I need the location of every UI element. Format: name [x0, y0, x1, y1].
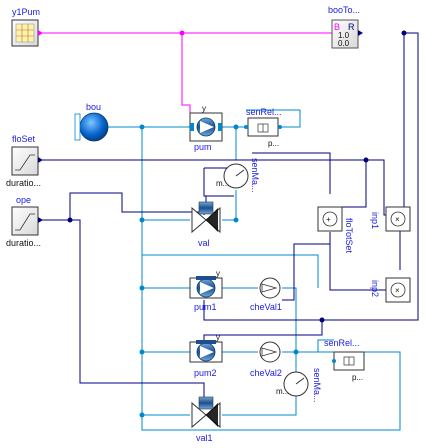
inp2-label: inp2: [370, 280, 380, 297]
junction-dot: [233, 217, 239, 223]
junction-dot: [139, 124, 145, 130]
bootoreal-false-value: 0.0: [338, 39, 350, 48]
inp1-label: inp1: [370, 212, 380, 229]
senrel-bottom-block[interactable]: senRel... p...: [324, 338, 365, 382]
junction-dot: [139, 285, 145, 291]
senmass-top-sub: m...: [216, 179, 229, 188]
signal-line: [69, 192, 205, 220]
signal-line: [38, 159, 367, 208]
senrel-top-sub: p...: [268, 139, 279, 148]
signal-line: [252, 152, 331, 194]
pum1-label: pum1: [194, 302, 217, 312]
senmass-top-block[interactable]: m... senMa...: [216, 158, 260, 193]
junction-dot: [67, 217, 73, 223]
inp2-block[interactable]: × inp2: [370, 277, 411, 303]
pum-y-port: y: [202, 104, 206, 113]
bootoreal-block[interactable]: B R 1.0 0.0 booTo...: [328, 5, 363, 49]
junction-dots: [67, 30, 407, 418]
pum1-block[interactable]: pum1 y: [189, 269, 223, 312]
senrel-top-block[interactable]: senRel... p...: [244, 107, 282, 148]
bootoreal-out-letter: R: [348, 22, 355, 32]
signal-line: [38, 219, 205, 404]
flototset-sign: +: [326, 215, 331, 224]
cheval2-block[interactable]: cheVal2: [250, 341, 282, 378]
fluid-line: [142, 254, 319, 288]
inp1-block[interactable]: × inp1: [370, 206, 411, 232]
y1pum-label: y1Pum: [12, 7, 40, 17]
senmass-top-label: senMa...: [250, 158, 260, 193]
senrel-bottom-sub: p...: [352, 373, 363, 382]
pum1-y-port: y: [216, 269, 220, 278]
bootoreal-in-letter: B: [334, 22, 340, 32]
junction-dot: [179, 30, 185, 36]
junction-dot: [401, 30, 407, 36]
senrel-bottom-label: senRel...: [324, 338, 360, 348]
fluid-line: [141, 127, 190, 416]
signal-line: [203, 300, 322, 321]
y1pum-block[interactable]: y1Pum: [11, 7, 43, 47]
junction-dot: [139, 217, 145, 223]
signal-line: [203, 320, 323, 340]
pum2-block[interactable]: pum2 y: [189, 333, 223, 378]
junction-dot: [233, 124, 239, 130]
cheval2-label: cheVal2: [250, 368, 282, 378]
signal-line: [329, 232, 391, 291]
pum-label: pum: [194, 142, 212, 152]
cheval1-block[interactable]: cheVal1: [250, 277, 282, 312]
floset-sub: duratio...: [6, 178, 41, 188]
cheval1-label: cheVal1: [250, 302, 282, 312]
flototset-block[interactable]: + floTotSet: [317, 206, 354, 254]
val1-block[interactable]: val1: [191, 396, 221, 443]
inp2-sign: ×: [395, 286, 400, 295]
junction-dot: [139, 349, 145, 355]
val-label: val: [198, 238, 210, 248]
flototset-label: floTotSet: [344, 218, 354, 254]
bool-connections: [40, 32, 332, 113]
junction-dot: [319, 317, 325, 323]
val1-label: val1: [196, 433, 213, 443]
junction-dot: [293, 349, 299, 355]
ope-label: ope: [16, 195, 31, 205]
pum2-label: pum2: [194, 368, 217, 378]
val-block[interactable]: val: [191, 196, 221, 248]
fluid-line: [282, 287, 297, 352]
fluid-line: [222, 396, 297, 416]
floset-label: floSet: [12, 134, 36, 144]
signal-line: [282, 232, 331, 301]
senrel-top-label: senRel...: [246, 107, 282, 117]
bootoreal-label: booTo...: [328, 5, 360, 15]
junction-dot: [363, 157, 369, 163]
fluid-line: [300, 339, 334, 353]
inp1-sign: ×: [395, 215, 400, 224]
bou-label: bou: [86, 102, 101, 112]
ope-sub: duratio...: [6, 238, 41, 248]
senmass-bottom-sub: m...: [276, 387, 289, 396]
signal-line: [203, 168, 234, 197]
junction-dot: [139, 412, 145, 418]
signal-connections: [38, 32, 419, 404]
pum-block[interactable]: pum: [189, 112, 223, 152]
bool-line: [181, 33, 191, 113]
pum2-y-port: y: [216, 333, 220, 342]
bootoreal-true-value: 1.0: [338, 31, 350, 40]
senmass-bottom-block[interactable]: m... senMa...: [276, 368, 322, 403]
fluid-line: [222, 190, 237, 221]
signal-line: [322, 32, 419, 321]
ope-block[interactable]: ope duratio...: [6, 195, 43, 248]
bou-block[interactable]: bou: [74, 102, 109, 142]
senmass-bottom-label: senMa...: [312, 368, 322, 403]
floset-block[interactable]: floSet duratio...: [6, 134, 43, 188]
